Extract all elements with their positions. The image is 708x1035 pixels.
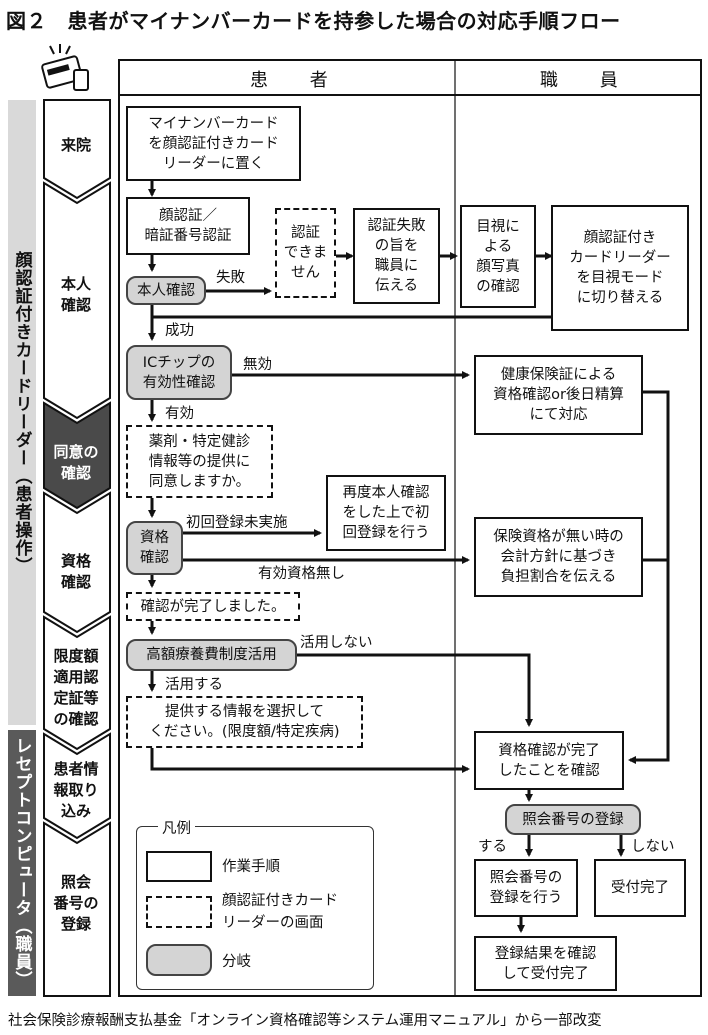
stage-ref-number: 照会 番号の 登録: [53, 872, 99, 933]
edge-label-valid: 有効: [165, 406, 194, 422]
node-reception-done: 受付完了: [594, 859, 686, 917]
node-ic-check: ICチップの 有効性確認: [126, 345, 232, 400]
node-switch-mode: 顔認証付き カードリーダー を目視モード に切り替える: [551, 205, 689, 331]
node-ref-register: 照会番号の登録: [505, 804, 641, 835]
node-high-cost: 高額療養費制度活用: [126, 639, 297, 671]
legend-branch-swatch: [146, 944, 212, 976]
edge-label-no-valid-qual: 有効資格無し: [258, 566, 345, 582]
legend-work-swatch: [146, 851, 212, 882]
stage-visit: 来院: [60, 135, 91, 154]
node-no-qual: 保険資格が無い時の 会計方針に基づき 負担割合を伝える: [474, 517, 643, 597]
node-tell-staff: 認証失敗 の旨を 職員に 伝える: [353, 208, 440, 304]
column-header-staff: 職 員: [540, 70, 636, 91]
column-header-patient: 患 者: [250, 70, 346, 91]
node-select-info: 提供する情報を選択して ください。(限度額/特定疾病): [126, 696, 363, 748]
edge-label-not-use: 活用しない: [300, 635, 373, 651]
node-insurance-card: 健康保険証による 資格確認or後日精算 にて対応: [474, 355, 643, 435]
card-reader-icon: [40, 44, 92, 92]
edge-label-use: 活用する: [165, 677, 223, 693]
stage-identity: 本人 確認: [60, 275, 91, 314]
side-label-reader: 顔認証付きカードリーダー（患者操作）: [11, 250, 32, 575]
node-cannot-auth: 認証 できま せん: [275, 208, 336, 298]
node-consent: 薬剤・特定健診 情報等の提供に 同意しますか。: [126, 425, 273, 498]
legend-screen-swatch: [146, 896, 212, 928]
edge-label-do: する: [478, 839, 507, 855]
stage-limit-cert: 限度額 適用認 定証等 の確認: [53, 647, 99, 728]
node-identity-check: 本人確認: [126, 276, 206, 305]
legend-screen-label: 顔認証付きカード リーダーの画面: [222, 893, 338, 931]
edge-label-dont: しない: [631, 839, 675, 855]
edge-label-first-not-done: 初回登録未実施: [186, 515, 288, 531]
side-label-receipt: レセプトコンピュータ（職員）: [11, 737, 32, 989]
node-confirm-done: 資格確認が完了 したことを確認: [474, 731, 624, 790]
node-check-done: 確認が完了しました。: [126, 592, 300, 621]
stage-consent: 同意の 確認: [53, 443, 99, 482]
node-register-result: 登録結果を確認 して受付完了: [474, 936, 617, 991]
source-note: 社会保険診療報酬支払基金「オンライン資格確認等システム運用マニュアル」から一部改…: [8, 1013, 602, 1029]
node-do-register: 照会番号の 登録を行う: [474, 859, 578, 917]
node-visual-check: 目視に よる 顔写真 の確認: [460, 205, 536, 308]
node-auth: 顔認証／ 暗証番号認証: [126, 197, 250, 255]
edge-label-invalid: 無効: [243, 357, 272, 373]
edge-label-success: 成功: [165, 323, 194, 339]
legend: [136, 826, 374, 990]
legend-title: 凡例: [158, 817, 195, 838]
legend-work-label: 作業手順: [222, 859, 280, 875]
edge-label-fail: 失敗: [216, 270, 245, 286]
legend-branch-label: 分岐: [222, 954, 251, 970]
stage-patient-import: 患者情 報取り 込み: [53, 759, 99, 820]
node-place-card: マイナンバーカード を顔認証付きカード リーダーに置く: [126, 106, 301, 181]
figure-title: 図２ 患者がマイナンバーカードを持参した場合の対応手順フロー: [6, 9, 621, 33]
node-reauth: 再度本人確認 をした上で初 回登録を行う: [326, 475, 446, 551]
node-qual-check: 資格 確認: [126, 521, 183, 575]
stage-qualification: 資格 確認: [60, 552, 91, 591]
